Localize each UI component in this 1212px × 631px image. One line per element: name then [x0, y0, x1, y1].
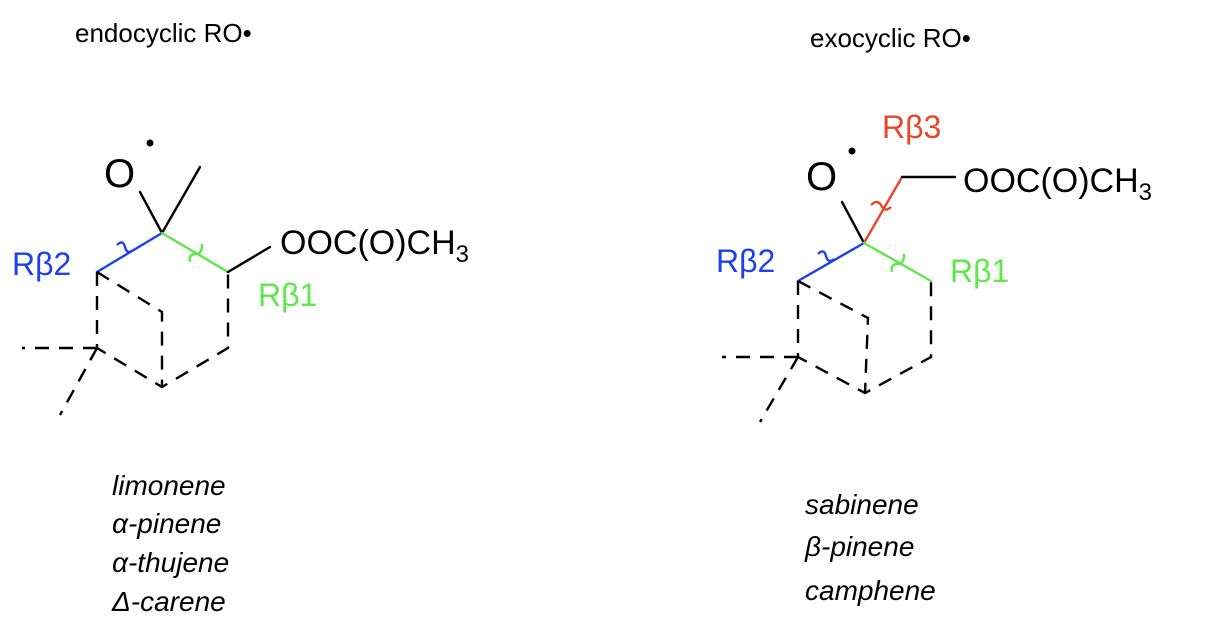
- substituent-text: OOC(O)CH: [280, 224, 456, 262]
- exocyclic-panel: exocyclic RO• O OOC(O)CH3 Rβ3 Rβ2 Rβ1 sa…: [716, 23, 1152, 606]
- rb2-scission-mark: [817, 250, 835, 263]
- dashed-ring-skeleton: [722, 279, 933, 423]
- substituent-text: OOC(O)CH: [963, 162, 1139, 200]
- radical-dot: [848, 147, 856, 155]
- rb1-label: Rβ1: [258, 277, 317, 313]
- endocyclic-panel: endocyclic RO• O OOC(O)CH3 Rβ2 Rβ1 limon…: [12, 18, 469, 617]
- rb2-label: Rβ2: [12, 246, 71, 282]
- rb2-scission-mark: [116, 241, 134, 254]
- monoterpene-name: limonene: [112, 470, 226, 501]
- monoterpene-name: camphene: [805, 575, 936, 606]
- endocyclic-monoterpene-list: limonene α-pinene α-thujene Δ-carene: [111, 470, 229, 617]
- radical-dot: [146, 139, 154, 147]
- rb2-label: Rβ2: [716, 243, 775, 279]
- rb1-label: Rβ1: [950, 253, 1009, 289]
- exocyclic-monoterpene-list: sabinene β-pinene camphene: [804, 489, 936, 606]
- exocyclic-title: exocyclic RO•: [810, 23, 971, 53]
- oxygen-atom: O: [104, 152, 135, 196]
- rb1-bond: [862, 241, 933, 283]
- rb1-scission-mark: [188, 243, 204, 263]
- peroxy-acetyl-group: OOC(O)CH3: [963, 162, 1152, 206]
- monoterpene-name: α-pinene: [112, 508, 221, 539]
- monoterpene-name: sabinene: [805, 489, 919, 520]
- rb3-label: Rβ3: [882, 109, 941, 145]
- monoterpene-name: Δ-carene: [111, 586, 226, 617]
- c-o-bond: [840, 200, 866, 245]
- c-o-bond: [138, 190, 164, 235]
- rb1-bond: [160, 231, 230, 274]
- methyl-bond: [160, 165, 202, 235]
- oxygen-atom: O: [806, 155, 837, 199]
- substituent-subscript: 3: [1139, 179, 1152, 206]
- endocyclic-title: endocyclic RO•: [75, 18, 252, 48]
- rb1-scission-mark: [890, 253, 906, 273]
- rb3-scission-mark: [870, 200, 892, 211]
- substituent-subscript: 3: [456, 241, 469, 268]
- dashed-ring-skeleton: [22, 270, 230, 416]
- peroxy-bond: [226, 245, 272, 274]
- peroxy-acetyl-group: OOC(O)CH3: [280, 224, 469, 268]
- rb3-bond: [862, 175, 904, 245]
- monoterpene-name: α-thujene: [112, 547, 229, 578]
- monoterpene-name: β-pinene: [804, 531, 914, 562]
